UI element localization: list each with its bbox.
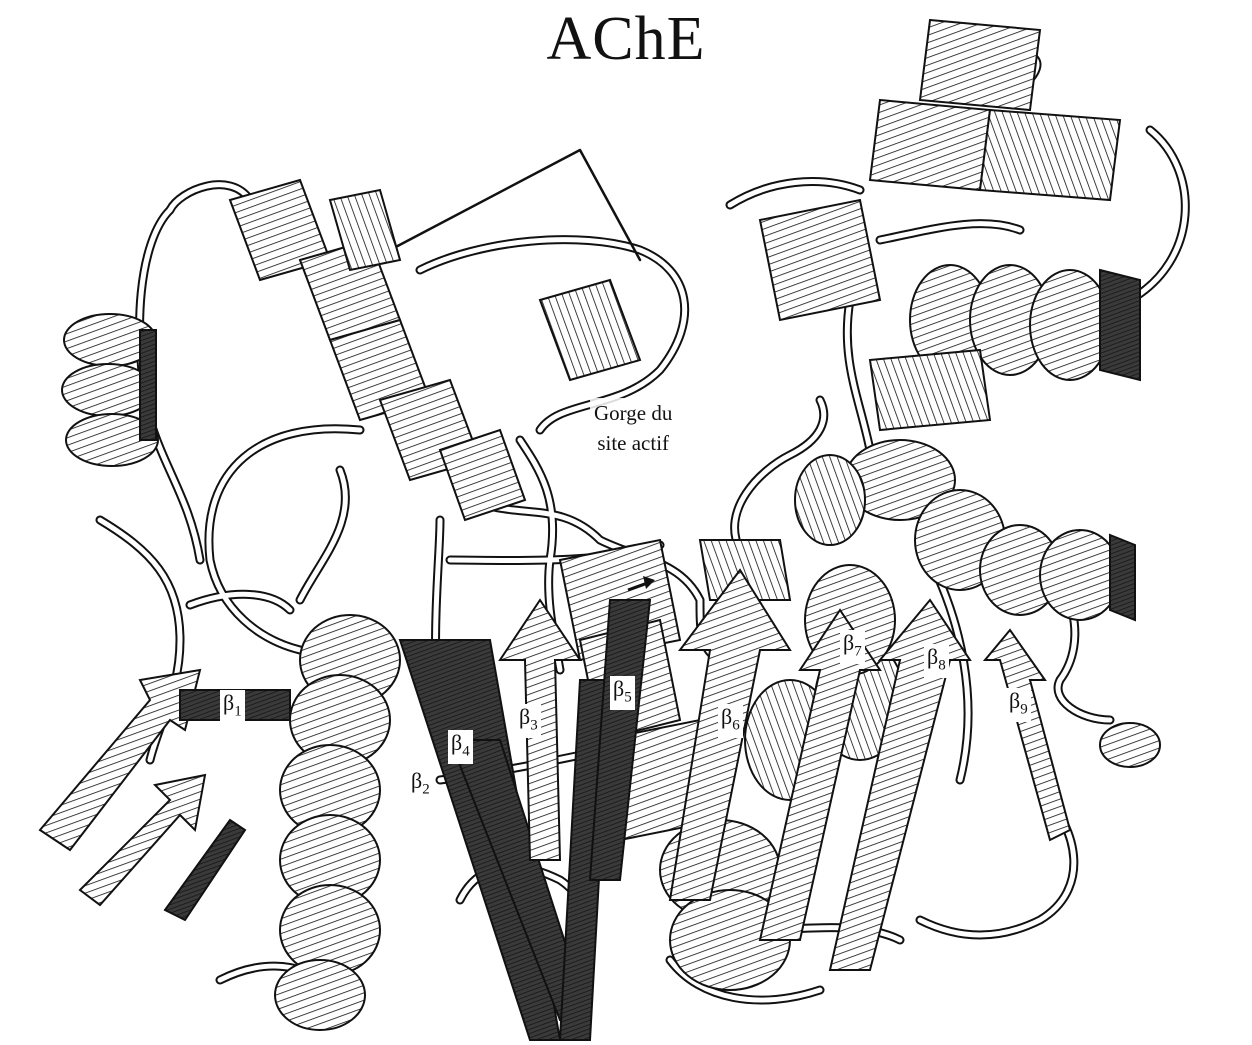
helix-upper-center: [230, 180, 640, 520]
annotation-line-2: site actif: [594, 428, 672, 458]
annotation-line-1: Gorge du: [594, 398, 672, 428]
strand-label-beta6: β6: [718, 704, 743, 738]
strand-beta9-body: [985, 630, 1070, 840]
diagram-title: AChE: [0, 4, 1252, 75]
strand-label-beta9: β9: [1006, 688, 1031, 722]
strand-label-beta8: β8: [924, 644, 949, 678]
strand-label-beta1: β1: [220, 690, 245, 724]
helix-lower-left: [275, 615, 400, 1030]
strand-left-outer-3: [165, 820, 245, 920]
strand-label-beta5: β5: [610, 676, 635, 710]
strand-label-beta4: β4: [448, 730, 473, 764]
beta-strands: [40, 570, 1070, 1040]
strand-label-beta7: β7: [840, 630, 865, 664]
strand-label-beta3: β3: [516, 704, 541, 738]
strand-label-beta2: β2: [408, 768, 433, 802]
helix-top-left: [62, 314, 158, 466]
strand-left-outer-1: [40, 670, 200, 850]
active-site-gorge-label: Gorge du site actif: [590, 398, 676, 458]
